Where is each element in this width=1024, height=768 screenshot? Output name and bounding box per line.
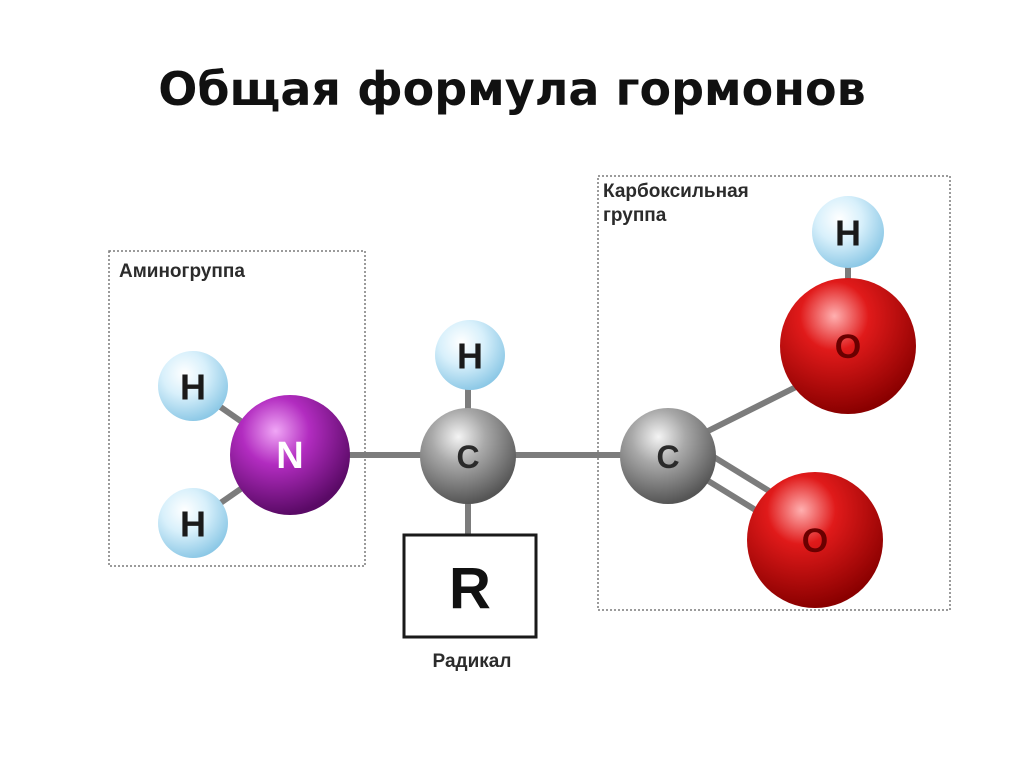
radical-box xyxy=(402,533,538,639)
svg-text:H: H xyxy=(180,504,206,545)
amino-group-label: Аминогруппа xyxy=(119,261,245,282)
slide-title: Общая формула гормонов xyxy=(158,62,866,116)
atom-oxygen-hydroxyl: O xyxy=(780,278,916,414)
carboxyl-group-label-line2: группа xyxy=(603,205,667,226)
atom-h-alpha: H xyxy=(435,320,505,390)
atom-carbon-alpha: C xyxy=(420,408,516,504)
svg-text:C: C xyxy=(456,439,479,475)
carboxyl-group-box xyxy=(597,175,951,611)
radical-symbol: R xyxy=(449,557,491,622)
atom-h-hydroxyl: H xyxy=(812,196,884,268)
carboxyl-group-label-line1: Карбоксильная xyxy=(603,181,749,202)
atom-oxygen-double: O xyxy=(747,472,883,608)
svg-text:C: C xyxy=(656,439,679,475)
atom-h-amino-top: H xyxy=(158,351,228,421)
svg-text:H: H xyxy=(457,336,483,377)
svg-text:H: H xyxy=(180,367,206,408)
atom-carbon-carboxyl: C xyxy=(620,408,716,504)
atom-h-amino-bottom: H xyxy=(158,488,228,558)
svg-text:O: O xyxy=(835,328,861,366)
svg-text:N: N xyxy=(276,435,303,477)
atom-nitrogen: N xyxy=(230,395,350,515)
amino-group-box xyxy=(108,250,366,567)
svg-text:O: O xyxy=(802,522,828,560)
radical-label: Радикал xyxy=(433,651,512,672)
svg-text:H: H xyxy=(835,213,861,254)
